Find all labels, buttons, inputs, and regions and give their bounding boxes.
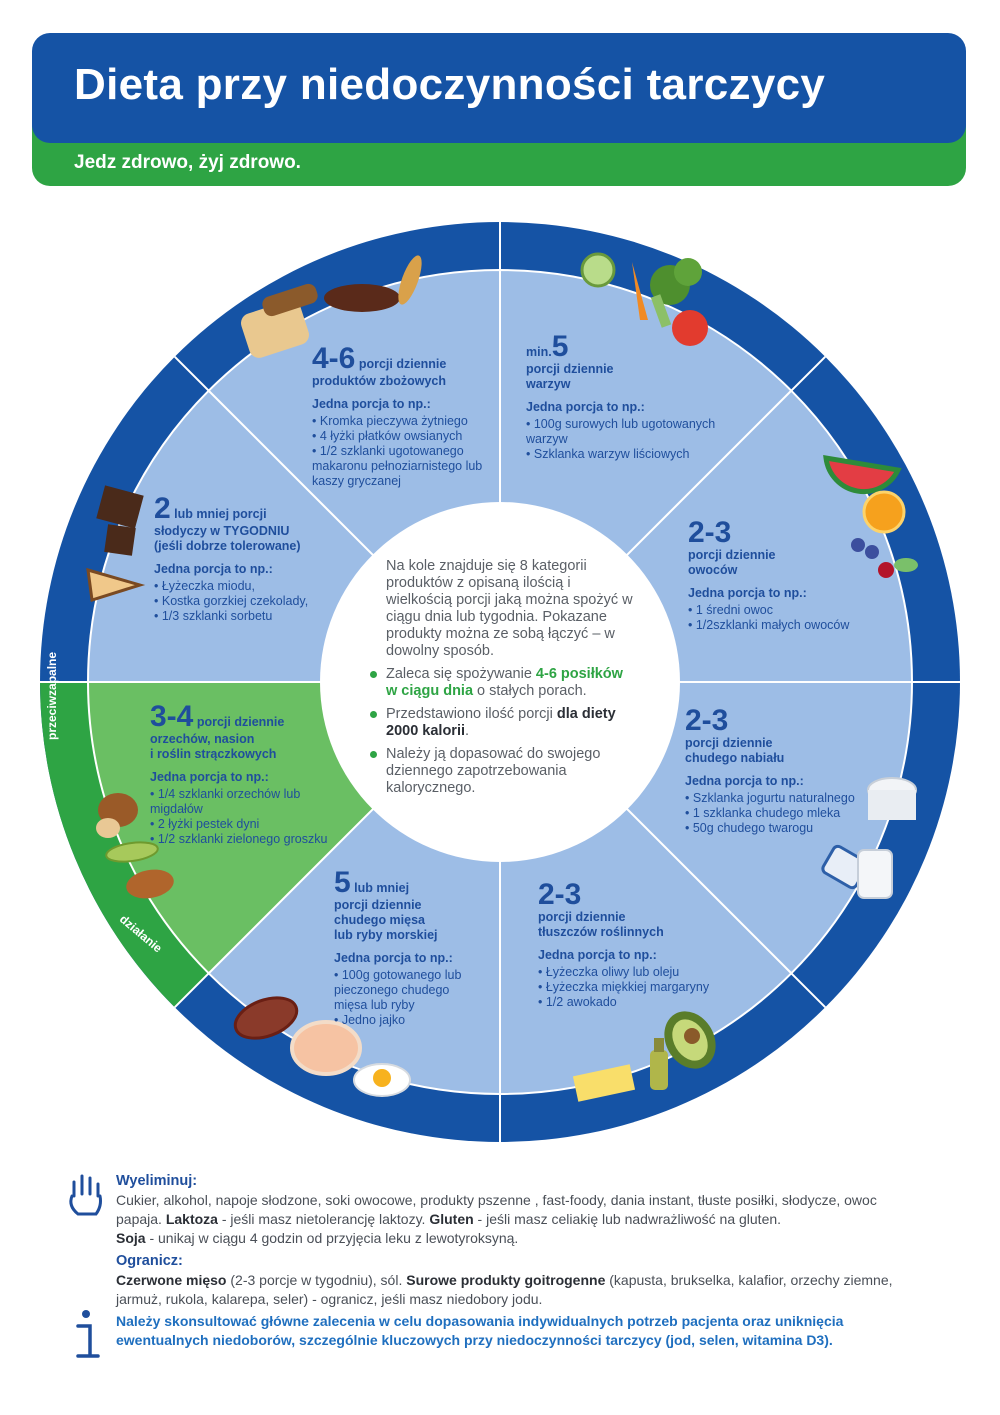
list-item: 100g surowych lub ugotowanych warzyw [526, 417, 716, 447]
list-item: Łyżeczka oliwy lub oleju [538, 965, 738, 980]
list-item: 1/4 szklanki orzechów lub migdałów [150, 787, 330, 817]
list-item: 1/2 szklanki zielonego groszku [150, 832, 330, 847]
segment-fruits-text: 2-3 porcji dziennie owoców Jedna porcja … [688, 518, 888, 633]
info-icon [76, 1310, 100, 1358]
list-item: Szklanka jogurtu naturalnego [685, 791, 885, 806]
limit-title: Ogranicz: [116, 1253, 183, 1269]
milk-icon [821, 844, 893, 899]
segment-fats-text: 2-3 porcji dziennie tłuszczów roślinnych… [538, 880, 738, 1010]
list-item: 2 łyżki pestek dyni [150, 817, 330, 832]
center-intro: Na kole znajduje się 8 kategorii produkt… [386, 558, 633, 659]
limit-section: Ogranicz: Czerwone mięso (2-3 porcje w t… [116, 1252, 896, 1309]
chocolate-icon [96, 485, 144, 556]
butter-icon [572, 1064, 636, 1102]
segment-sweets-text: 2 lub mniej porcji słodyczy w TYGODNIU (… [154, 494, 354, 624]
page-title: Dieta przy niedoczynności tarczycy [74, 60, 826, 109]
list-item: 1 średni owoc [688, 603, 888, 618]
eliminate-text: Cukier, alkohol, napoje słodzone, soki o… [116, 1192, 877, 1246]
center-bullet-adjust: Należy ją dopasować do swojego dziennego… [368, 746, 638, 797]
egg-icon [353, 1063, 411, 1097]
list-item: 1/2 awokado [538, 995, 738, 1010]
vegetables-icon [580, 252, 708, 346]
ring-dividers [40, 222, 960, 1142]
watermelon-icon [823, 454, 902, 495]
list-item: Łyżeczka miękkiej margaryny [538, 980, 738, 995]
segment-meat-text: 5 lub mniej porcji dziennie chudego mięs… [334, 868, 484, 1028]
steak-icon [233, 996, 299, 1040]
segment-nuts-text: 3-4 porcji dziennie orzechów, nasion i r… [150, 702, 330, 847]
list-item: 100g gotowanego lub pieczonego chudego m… [334, 968, 484, 1013]
vegetables-count: 5 [551, 330, 569, 363]
center-bullet-calories: Przedstawiono ilość porcji dla diety 200… [368, 706, 638, 740]
eliminate-title: Wyeliminuj: [116, 1173, 198, 1189]
segment-dairy-text: 2-3 porcji dziennie chudego nabiału Jedn… [685, 706, 885, 836]
list-item: Szklanka warzyw liściowych [526, 447, 716, 462]
fats-count: 2-3 [538, 878, 582, 911]
segment-vegetables-text: min.5 porcji dziennie warzyw Jedna porcj… [526, 332, 716, 462]
cake-icon [86, 567, 146, 602]
center-description: Na kole znajduje się 8 kategorii produkt… [368, 558, 638, 803]
segment-grains-text: 4-6 porcji dziennie produktów zbożowych … [312, 344, 497, 489]
eliminate-section: Wyeliminuj: Cukier, alkohol, napoje słod… [116, 1172, 896, 1248]
nuts-icon [96, 793, 174, 899]
list-item: Kostka gorzkiej czekolady, [154, 594, 354, 609]
list-item: Łyżeczka miodu, [154, 579, 354, 594]
list-item: Kromka pieczywa żytniego [312, 414, 497, 429]
dairy-count: 2-3 [685, 704, 729, 737]
list-item: 1/2szklanki małych owoców [688, 618, 888, 633]
list-item: 1 szklanka chudego mleka [685, 806, 885, 821]
consult-note: Należy skonsultować główne zalecenia w c… [116, 1313, 844, 1348]
list-item: 1/2 szklanki ugotowanego makaronu pełnoz… [312, 444, 497, 489]
center-circle [320, 502, 680, 862]
page-subtitle: Jedz zdrowo, żyj zdrowo. [74, 152, 301, 173]
sweets-count: 2 [154, 492, 171, 525]
hand-stop-icon [69, 1174, 102, 1216]
meat-count: 5 [334, 866, 351, 899]
nuts-count: 3-4 [150, 700, 194, 733]
oil-bottle-icon [650, 1038, 668, 1090]
list-item: Jedno jajko [334, 1013, 484, 1028]
center-bullet-meals: Zaleca się spożywanie 4-6 posiłków w cią… [368, 666, 638, 700]
anti-inflammatory-label-top: przeciwzapalne [45, 651, 59, 740]
fish-icon [290, 1020, 362, 1076]
list-item: 1/3 szklanki sorbetu [154, 609, 354, 624]
list-item: 50g chudego twarogu [685, 821, 885, 836]
grains-count: 4-6 [312, 342, 356, 375]
buckwheat-icon [324, 255, 422, 312]
limit-text: Czerwone mięso (2-3 porcje w tygodniu), … [116, 1272, 893, 1307]
header-blue-band [32, 33, 966, 143]
fruit-icon [851, 490, 918, 578]
fruits-count: 2-3 [688, 516, 732, 549]
bread-icon [241, 283, 318, 358]
list-item: 4 łyżki płatków owsianych [312, 429, 497, 444]
avocado-icon [664, 1011, 716, 1069]
